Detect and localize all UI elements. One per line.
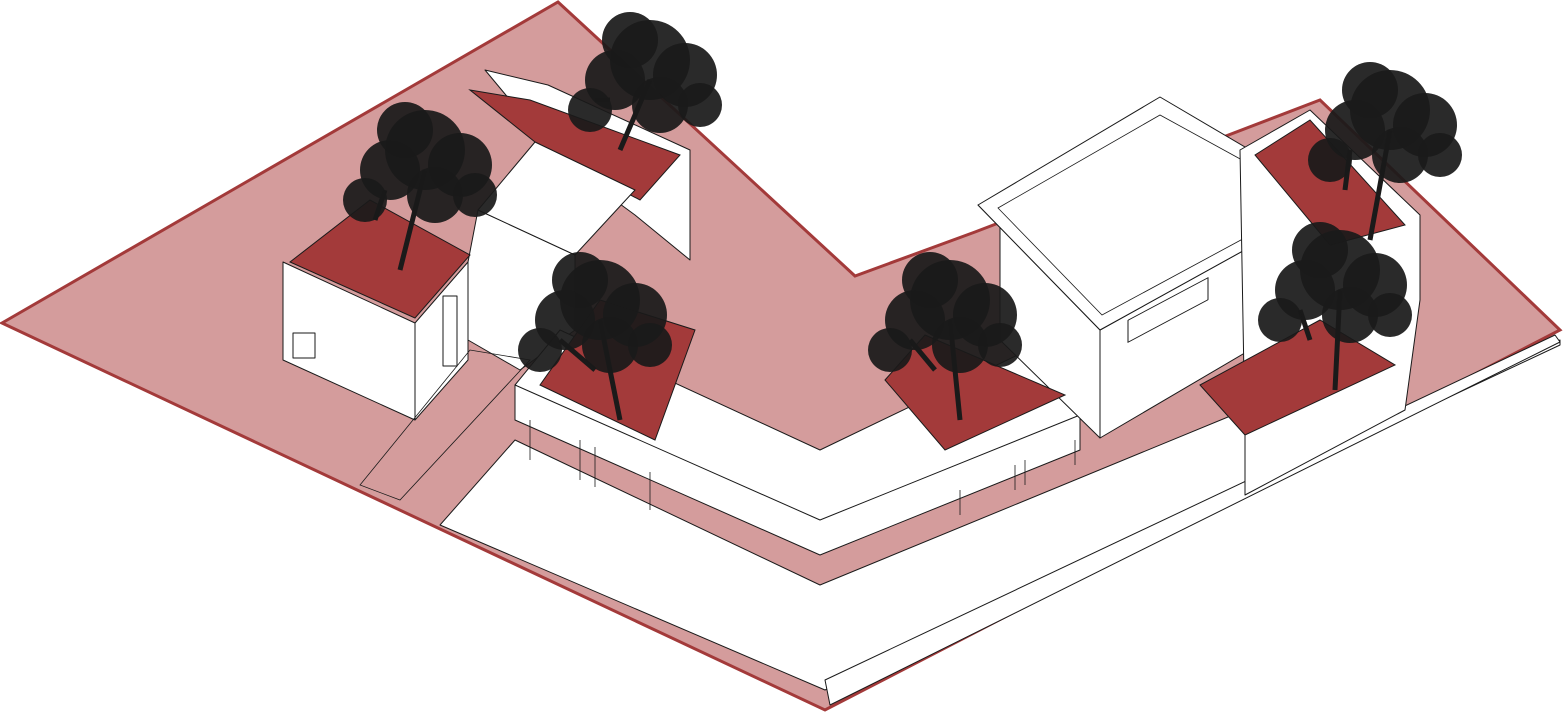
tree-icon <box>343 102 497 271</box>
tree-icon <box>868 252 1022 421</box>
tree-icon <box>1308 62 1462 241</box>
left-terrace <box>289 199 471 319</box>
window <box>292 332 316 359</box>
middle-block-roof <box>477 141 636 256</box>
garage-doors <box>529 420 1076 515</box>
tree-icon <box>568 12 722 151</box>
window <box>1127 277 1209 343</box>
rear-terrace <box>468 89 681 201</box>
door <box>442 295 458 367</box>
garage-front <box>514 384 1081 556</box>
courtyard <box>1254 119 1406 246</box>
tree-icon <box>1258 222 1412 391</box>
tree-icon <box>518 252 672 421</box>
